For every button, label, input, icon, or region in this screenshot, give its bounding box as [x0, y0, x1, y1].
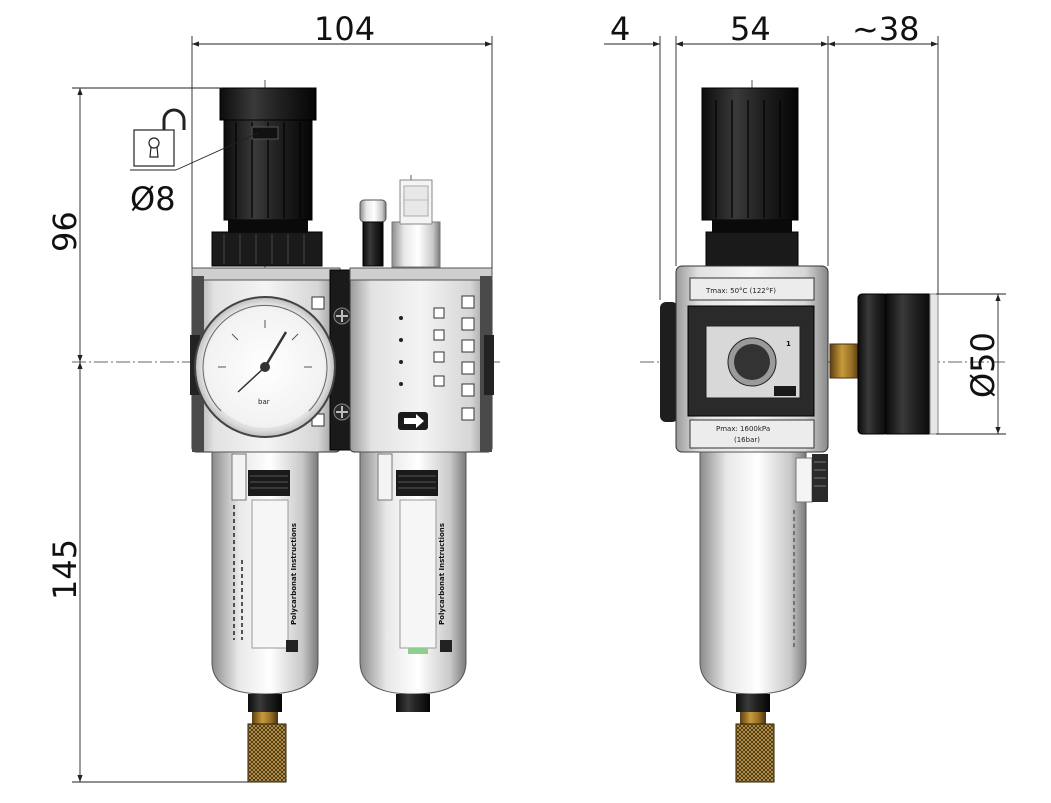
- lock-slot: [251, 126, 279, 140]
- side-dimensions: 4 54 ~38 Ø50: [604, 10, 1006, 435]
- dim-width-total-label: 104: [314, 10, 375, 48]
- side-view: Tmax: 50°C (122°F) Pmax: 1600kPa (16bar)…: [604, 10, 1006, 783]
- unlocked-padlock-icon: [133, 108, 186, 167]
- side-bowl: [699, 451, 828, 783]
- flow-direction-arrow-icon: [398, 412, 428, 430]
- dim-height-upper-label: 96: [46, 211, 84, 252]
- lubricator-body: [349, 267, 494, 453]
- knob-lock-diameter-label: Ø8: [130, 180, 176, 218]
- side-gauge: [829, 293, 939, 435]
- dim-side-body-label: 54: [730, 10, 771, 48]
- lock-leader-line: [175, 132, 259, 171]
- port-number: 1: [786, 340, 791, 348]
- dim-gauge-diameter-label: Ø50: [964, 332, 1002, 398]
- side-regulator-knob: [701, 87, 799, 267]
- front-view: bar Polycarbonat Instructions: [46, 10, 500, 783]
- pressure-gauge: bar: [194, 296, 336, 438]
- lubricator-fill-screw: [359, 199, 387, 267]
- lubricator-bowl: Polycarbonat Instructions: [359, 451, 467, 712]
- dim-height: 96 145: [46, 87, 250, 783]
- side-body: Tmax: 50°C (122°F) Pmax: 1600kPa (16bar)…: [660, 265, 829, 453]
- dim-height-lower-label: 145: [46, 539, 84, 600]
- dim-width-total: 104: [191, 10, 493, 268]
- filter-bowl: Polycarbonat Instructions: [211, 451, 319, 783]
- bowl-label: Polycarbonat Instructions: [290, 523, 298, 625]
- regulator-knob: [211, 87, 323, 267]
- pmax-label-1: Pmax: 1600kPa: [716, 425, 770, 433]
- tmax-label: Tmax: 50°C (122°F): [705, 287, 776, 295]
- lubricator-sight-dome: [391, 179, 441, 268]
- pmax-label-2: (16bar): [734, 436, 760, 444]
- gauge-unit: bar: [258, 398, 270, 406]
- dim-side-gauge-label: ~38: [852, 10, 920, 48]
- bowl-label-2: Polycarbonat Instructions: [438, 523, 446, 625]
- dim-side-offset-label: 4: [610, 10, 630, 48]
